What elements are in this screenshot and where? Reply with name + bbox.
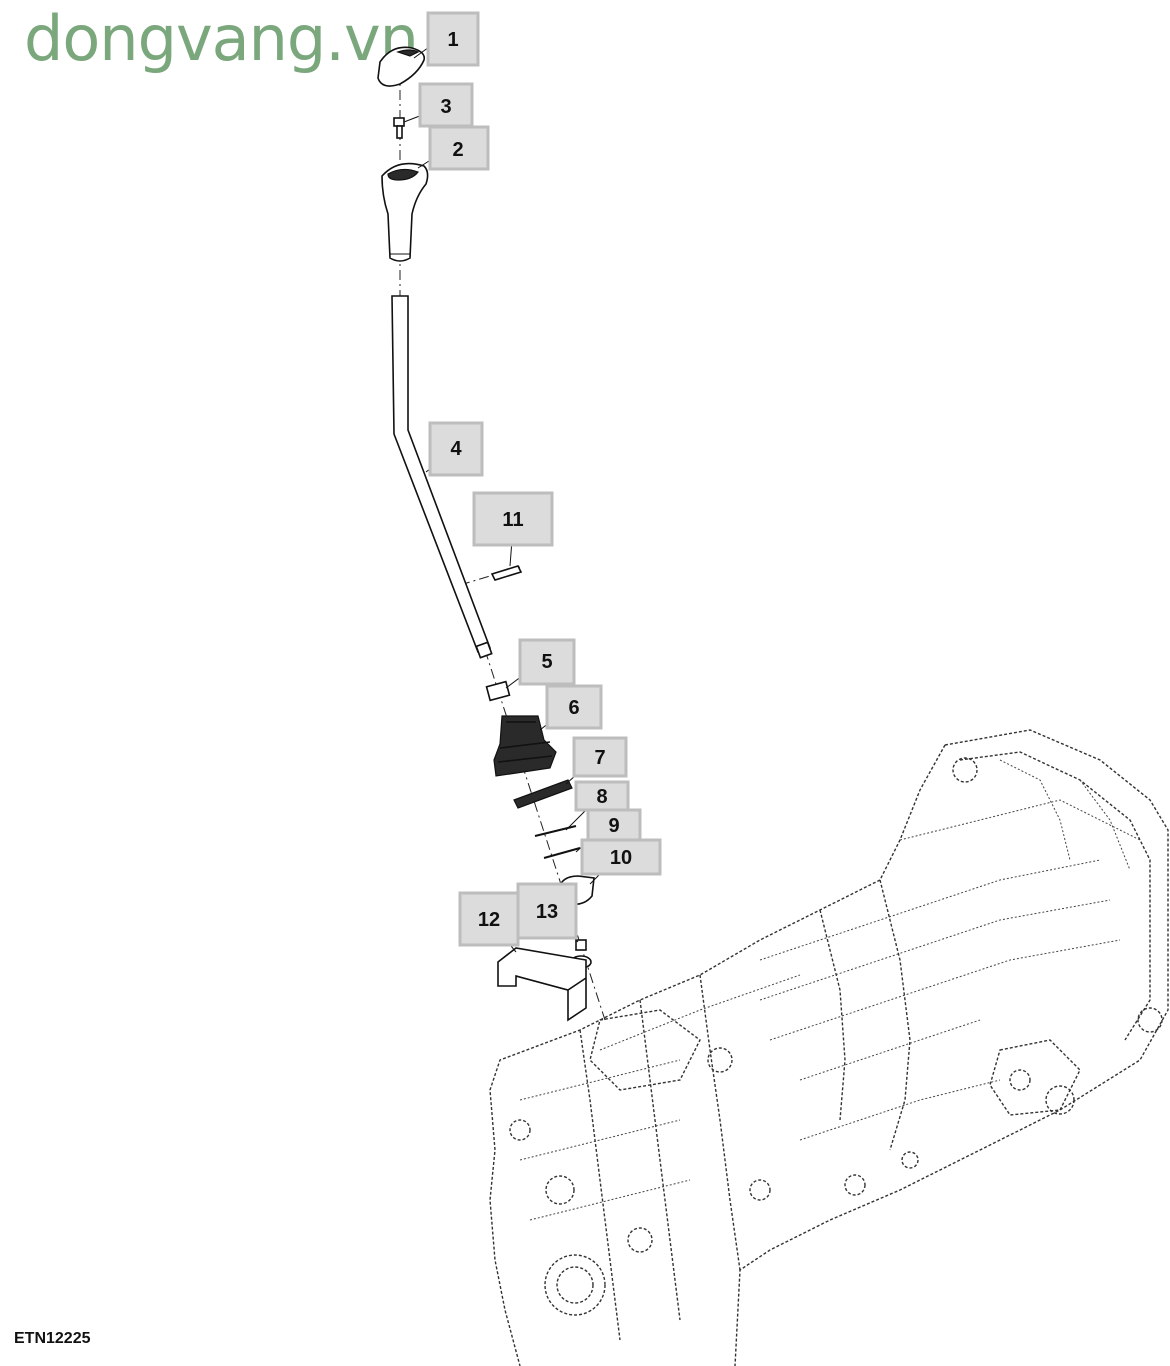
svg-text:8: 8	[596, 786, 607, 808]
svg-text:13: 13	[536, 901, 558, 923]
watermark-text: dongvang.vn	[24, 2, 419, 75]
svg-text:2: 2	[452, 139, 463, 161]
transmission-housing	[489, 729, 1169, 1366]
part-11-pin	[490, 565, 523, 581]
callout-1: 1	[426, 11, 480, 67]
part-7-rod	[513, 779, 573, 809]
part-8-spring-pin	[534, 825, 577, 837]
callout-8: 8	[574, 780, 630, 812]
svg-text:11: 11	[502, 509, 523, 531]
callout-5: 5	[518, 638, 576, 686]
svg-text:7: 7	[594, 747, 605, 769]
callout-7: 7	[572, 736, 628, 778]
svg-text:12: 12	[478, 909, 500, 931]
svg-text:4: 4	[450, 438, 462, 460]
callout-12: 12	[458, 891, 520, 947]
svg-text:5: 5	[541, 651, 552, 673]
callout-13: 13	[516, 882, 578, 940]
part-4-shift-lever	[391, 295, 493, 659]
callout-2: 2	[428, 125, 490, 171]
callout-4: 4	[428, 421, 484, 477]
svg-text:1: 1	[447, 29, 458, 51]
svg-text:9: 9	[608, 815, 619, 837]
callout-10: 10	[580, 838, 662, 876]
callout-6: 6	[545, 684, 603, 730]
part-1-knob-cap	[377, 46, 426, 87]
part-5-bushing	[485, 680, 511, 702]
svg-text:10: 10	[610, 847, 632, 869]
part-12-bracket	[497, 947, 587, 1022]
part-2-shift-knob	[381, 162, 429, 262]
callout-3: 3	[418, 82, 474, 128]
part-6-boot	[493, 715, 557, 777]
part-3-screw	[393, 117, 405, 139]
svg-text:3: 3	[440, 96, 451, 118]
part-9-spring-pin	[543, 847, 581, 859]
callout-11: 11	[472, 491, 554, 547]
callout-9: 9	[586, 808, 642, 842]
figure-code: ETN12225	[14, 1330, 91, 1347]
svg-text:6: 6	[568, 697, 579, 719]
